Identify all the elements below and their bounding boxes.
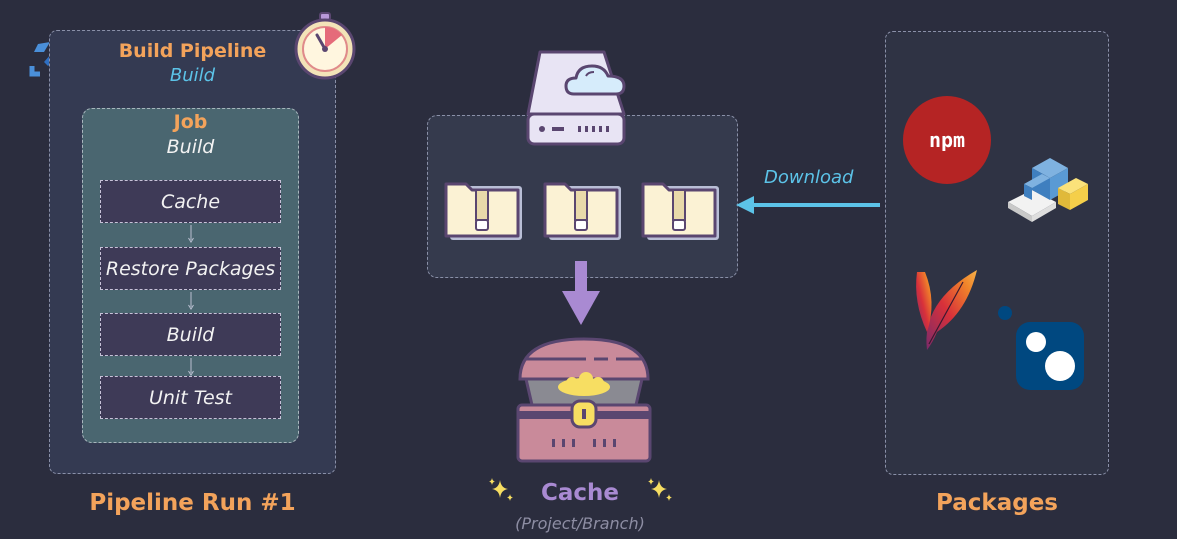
step-restore-packages: Restore Packages bbox=[100, 247, 281, 290]
step-cache: Cache bbox=[100, 180, 281, 223]
treasure-chest-icon bbox=[516, 337, 652, 463]
job-subtitle: Build bbox=[166, 136, 215, 158]
download-arrow-icon bbox=[736, 196, 880, 214]
sparkle-icon bbox=[489, 478, 513, 501]
cache-scope-label: (Project/Branch) bbox=[515, 514, 645, 533]
download-label: Download bbox=[764, 167, 854, 188]
nuget-logo-icon bbox=[998, 306, 1084, 390]
step-unit-test: Unit Test bbox=[100, 376, 281, 419]
step-arrow-icon bbox=[188, 292, 194, 310]
pipeline-title: Build Pipeline bbox=[118, 40, 267, 62]
step-arrow-icon bbox=[188, 358, 194, 376]
step-build: Build bbox=[100, 313, 281, 356]
python-logo-icon bbox=[1008, 158, 1088, 222]
cloud-server-icon bbox=[526, 50, 626, 146]
archive-file-icon bbox=[543, 182, 621, 240]
cache-label: Cache bbox=[540, 480, 619, 506]
packages-label: Packages bbox=[936, 490, 1058, 516]
down-arrow-icon bbox=[562, 261, 600, 325]
job-title: Job bbox=[173, 111, 208, 133]
step-arrow-icon bbox=[188, 225, 194, 243]
pipeline-subtitle: Build bbox=[169, 65, 216, 86]
apache-feather-icon bbox=[916, 270, 977, 350]
archive-file-icon bbox=[444, 182, 522, 240]
npm-logo-icon: npm bbox=[903, 96, 991, 184]
npm-logo-text: npm bbox=[929, 128, 965, 152]
archive-file-icon bbox=[641, 182, 719, 240]
sparkle-icon bbox=[648, 478, 672, 501]
pipeline-run-label: Pipeline Run #1 bbox=[89, 490, 296, 516]
stopwatch-icon bbox=[294, 12, 356, 80]
